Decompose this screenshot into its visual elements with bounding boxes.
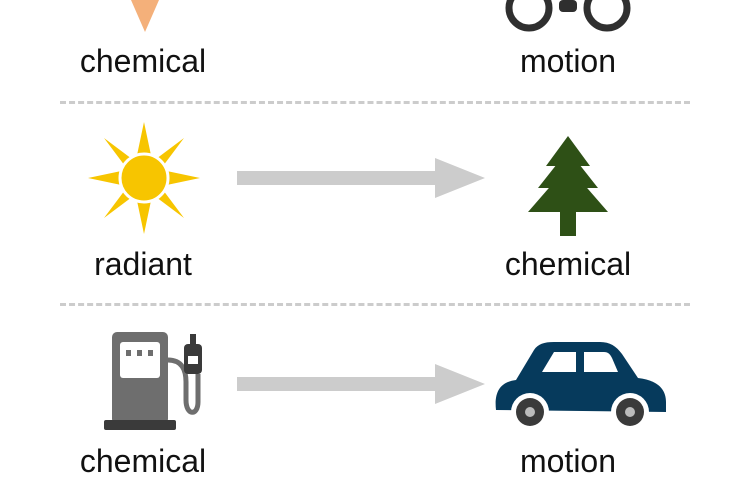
row1-target-label: motion (519, 43, 617, 79)
row1-source-label: chemical (79, 43, 207, 79)
row3-arrow (237, 364, 485, 404)
car-icon (495, 342, 666, 431)
row2-arrow (237, 158, 485, 198)
sun-icon (88, 122, 200, 234)
tree-icon (528, 136, 608, 236)
row3-source-label: chemical (79, 443, 207, 479)
row2-target-label: chemical (504, 246, 632, 282)
row-divider-1 (60, 101, 690, 104)
row-divider-2 (60, 303, 690, 306)
gas-pump-icon (104, 332, 202, 430)
row2-source-label: radiant (94, 246, 192, 282)
binoculars-icon (505, 0, 631, 32)
row3-target-label: motion (519, 443, 617, 479)
ice-cream-cone-icon (131, 0, 159, 32)
